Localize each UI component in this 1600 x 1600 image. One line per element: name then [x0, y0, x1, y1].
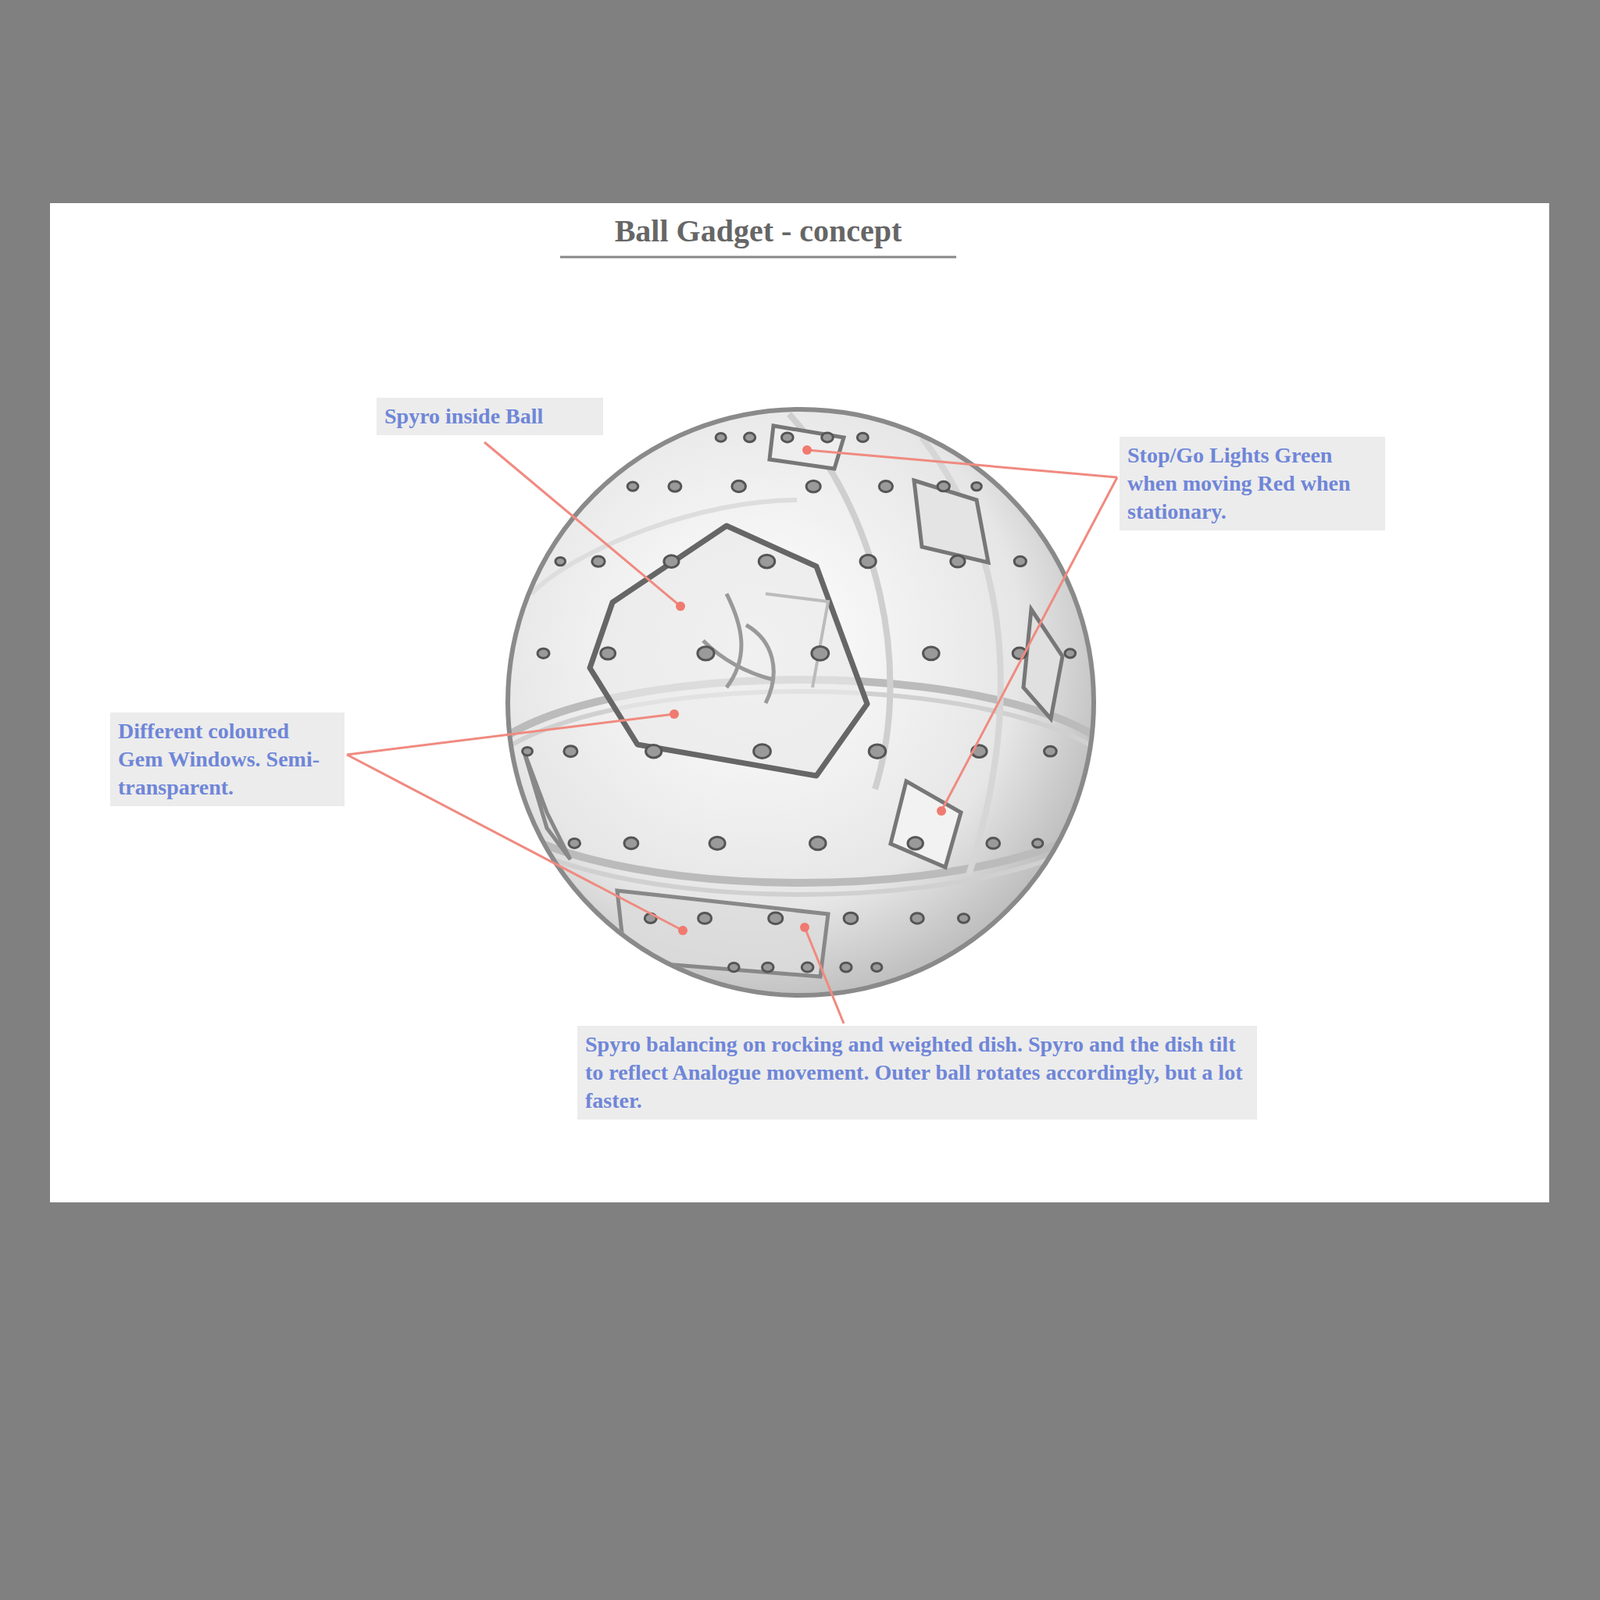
ball-detail [472, 414, 1129, 977]
callout-box: Spyro inside Ball [376, 397, 604, 436]
title-underline [560, 256, 957, 259]
callout-text: Spyro balancing on rocking and weighted … [585, 1030, 1250, 1115]
callout-box: Stop/Go Lights Green when moving Red whe… [1119, 436, 1386, 531]
panel [50, 203, 1550, 1203]
callout-box: Different coloured Gem Windows. Semi-tra… [110, 712, 345, 807]
callout-text: Stop/Go Lights Green when moving Red whe… [1127, 441, 1378, 526]
leader-lines [346, 442, 1118, 1024]
page-title: Ball Gadget - concept [560, 212, 957, 250]
callout-text: Different coloured Gem Windows. Semi-tra… [117, 717, 337, 802]
callout-text: Spyro inside Ball [384, 402, 596, 431]
callout-box: Spyro balancing on rocking and weighted … [577, 1025, 1258, 1120]
